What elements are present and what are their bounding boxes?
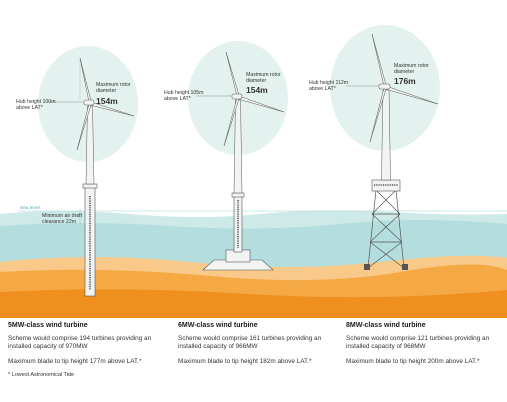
rotor-label-8mw: Maximum rotor diameter	[394, 63, 430, 75]
sea-level-label: Sea level	[20, 205, 40, 211]
description-6mw: 6MW-class wind turbine Scheme would comp…	[178, 322, 338, 373]
rotor-value-6mw: 154m	[246, 85, 268, 95]
hub-label-5mw: Hub height 100m above LAT*	[16, 99, 57, 111]
description-8mw: 8MW-class wind turbine Scheme would comp…	[346, 322, 506, 373]
jacket-8mw	[367, 189, 405, 269]
footnote: * Lowest Astronomical Tide	[8, 372, 75, 378]
rotor-label-5mw: Maximum rotor diameter	[96, 82, 132, 94]
blade-height-5mw: Maximum blade to tip height 177m above L…	[8, 358, 142, 365]
seabed-dark	[0, 289, 507, 318]
nacelle-8mw	[378, 83, 391, 90]
scheme-8mw: Scheme would comprise 121 turbines provi…	[346, 335, 490, 350]
scheme-5mw: Scheme would comprise 194 turbines provi…	[8, 335, 152, 350]
blade-height-6mw: Maximum blade to tip height 182m above L…	[178, 358, 312, 365]
turbine-8mw	[346, 33, 439, 270]
description-5mw: 5MW-class wind turbine Scheme would comp…	[8, 322, 168, 373]
title-6mw: 6MW-class wind turbine	[178, 322, 258, 329]
title-5mw: 5MW-class wind turbine	[8, 322, 88, 329]
scheme-6mw: Scheme would comprise 161 turbines provi…	[178, 335, 322, 350]
nacelle-5mw	[83, 99, 95, 106]
rotor-value-5mw: 154m	[96, 96, 118, 106]
nacelle-6mw	[231, 93, 243, 100]
rotor-value-8mw: 176m	[394, 76, 416, 86]
tower-6mw	[233, 99, 243, 194]
clearance-label-5mw: Minimum air draft clearance 22m	[42, 213, 84, 225]
turbine-comparison-diagram: Sea level Hub height 100m above LAT* Max…	[0, 25, 507, 318]
turbine-5mw	[48, 57, 135, 297]
gravity-base-6mw	[202, 259, 274, 271]
tower-8mw	[381, 89, 391, 181]
blade-height-8mw: Maximum blade to tip height 200m above L…	[346, 358, 480, 365]
hub-label-8mw: Hub height 112m above LAT*	[309, 80, 350, 92]
hub-label-6mw: Hub height 105m above LAT*	[164, 90, 205, 102]
title-8mw: 8MW-class wind turbine	[346, 322, 426, 329]
turbine-6mw	[196, 51, 285, 271]
rotor-label-6mw: Maximum rotor diameter	[246, 72, 282, 84]
